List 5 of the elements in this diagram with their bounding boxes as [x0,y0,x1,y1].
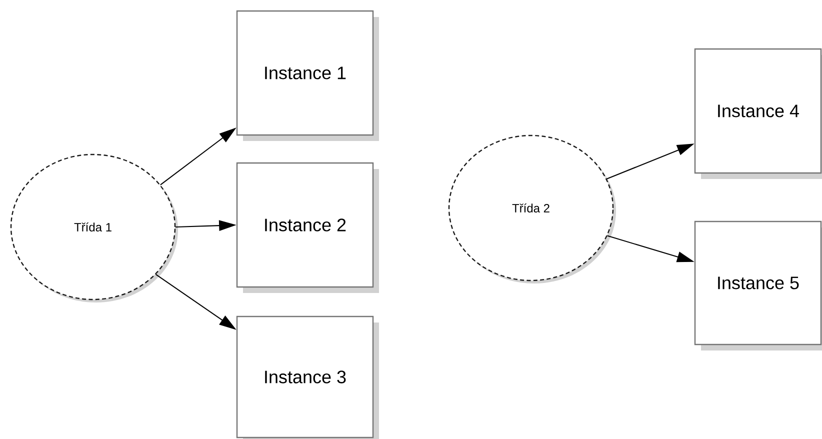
instance-box: Instance 5 [694,220,822,350]
instance-box: Instance 2 [236,162,379,293]
instance-box: Instance 3 [236,316,379,439]
instance-box: Instance 4 [694,48,822,179]
instance-box: Instance 1 [236,10,379,141]
